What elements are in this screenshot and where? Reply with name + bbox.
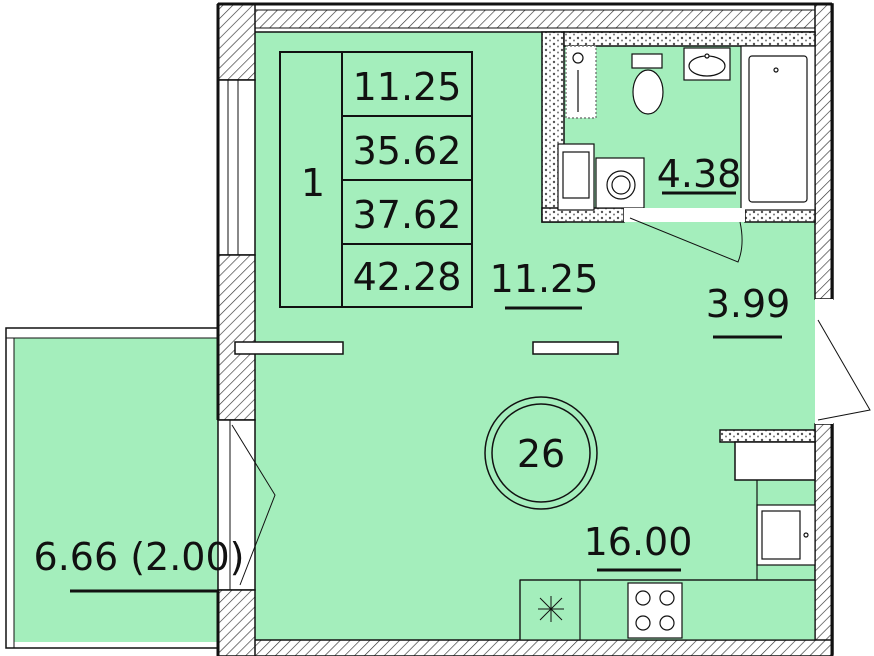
kitchen-fixtures	[519, 480, 816, 641]
bathroom-area-label: 4.38	[657, 152, 742, 196]
apartment-number: 26	[517, 432, 565, 476]
hallway-area-label: 3.99	[706, 282, 791, 326]
outer-walls	[216, 2, 834, 656]
apartment-number-marker	[484, 396, 598, 510]
area-total-with-balcony: 37.62	[353, 193, 462, 237]
balcony	[5, 327, 219, 649]
living-room-area-label: 16.00	[584, 520, 693, 564]
area-total-full: 42.28	[353, 255, 462, 299]
bathroom-fixtures	[557, 45, 816, 211]
bathroom-door	[624, 208, 745, 263]
entrance-door	[815, 299, 871, 424]
area-living: 11.25	[353, 65, 462, 109]
area-total: 35.62	[353, 129, 462, 173]
kitchen-area-label: 11.25	[490, 257, 599, 301]
rooms-count: 1	[301, 161, 325, 205]
balcony-area-label: 6.66 (2.00)	[34, 535, 245, 579]
area-table	[279, 51, 473, 308]
balcony-door	[229, 420, 276, 590]
